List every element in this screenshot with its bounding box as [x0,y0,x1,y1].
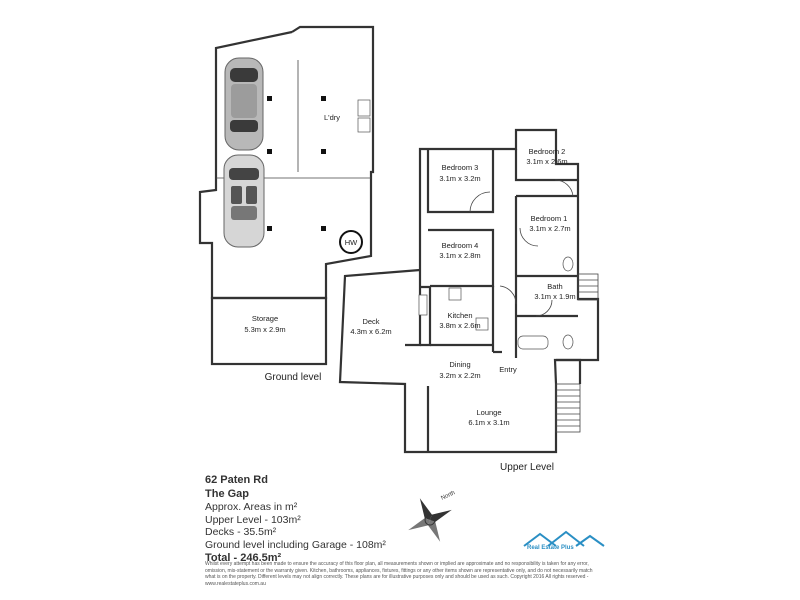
car-icon [224,57,264,151]
upper-level-title: Upper Level [500,462,554,473]
stairs-icon [577,273,599,301]
deck-name: Deck [362,317,379,326]
hot-water-icon [339,230,363,254]
logo-text: Real Estate Plus [527,545,574,551]
upper-level-plan: Deck 4.3m x 6.2m Bedroom 3 3.1m x 3.2m B… [338,128,600,473]
garage-post [321,226,326,231]
street-address: 62 Paten Rd [205,474,268,486]
door-icon [554,179,574,197]
door-icon [469,191,491,213]
deck-wall [338,268,421,454]
upper-area: Upper Level - 103m² [205,513,301,526]
laundry-label: L'dry [324,113,340,122]
total-area: Total - 246.5m² [205,552,282,564]
laundry-machine-icon [357,117,371,133]
bench-icon [418,294,428,316]
bedroom3-name: Bedroom 3 [442,163,479,172]
compass-north-label: North [440,490,456,502]
bedroom2-name: Bedroom 2 [529,147,566,156]
dining-name: Dining [449,360,470,369]
bedroom3-size: 3.1m x 3.2m [439,174,480,183]
bedroom4-size: 3.1m x 2.8m [439,251,480,260]
garage-post [267,226,272,231]
toilet-icon [562,256,574,272]
sink-icon [475,317,489,331]
lounge-name: Lounge [476,408,501,417]
toilet-icon [562,334,574,350]
deck-size: 4.3m x 6.2m [350,327,391,336]
bath-name: Bath [547,282,562,291]
stairs-icon [555,383,581,433]
bedroom1-name: Bedroom 1 [531,214,568,223]
property-info: 62 Paten Rd The Gap Approx. Areas in m² … [205,473,405,565]
entry-label: Entry [499,365,517,374]
door-icon [535,299,553,317]
dining-size: 3.2m x 2.2m [439,371,480,380]
hot-water-label: HW [345,238,358,247]
storage-name: Storage [252,314,278,323]
kitchen-wall [420,285,432,347]
cooktop-icon [448,287,462,301]
bedroom3-wall [426,149,495,214]
compass-rose-icon: North [408,490,456,542]
laundry-tub-icon [357,99,371,117]
bedroom4-wall [428,228,495,288]
storage-wall [210,296,328,366]
logo-icon [523,530,605,547]
decks-area: Decks - 35.5m² [205,526,277,538]
bathtub-icon [517,335,549,350]
ground-level-plan: L'dry HW Storage 5.3m x 2.9m Ground leve… [198,25,375,383]
suburb: The Gap [205,488,250,500]
garage-post [321,96,326,101]
areas-note: Approx. Areas in m² [205,501,298,513]
bedroom2-size: 3.1m x 2.6m [526,157,567,166]
car-icon [223,154,265,248]
ground-level-title: Ground level [265,372,322,383]
door-icon [499,285,517,305]
bath-size: 3.1m x 1.9m [534,292,575,301]
garage-post [267,149,272,154]
storage-size: 5.3m x 2.9m [244,325,285,334]
kitchen-size: 3.8m x 2.6m [439,321,480,330]
disclaimer: Whilst every attempt has been made to en… [205,561,593,587]
garage-post [321,149,326,154]
bedroom4-name: Bedroom 4 [442,241,479,250]
lounge-size: 6.1m x 3.1m [468,418,509,427]
kitchen-name: Kitchen [447,311,472,320]
bedroom1-size: 3.1m x 2.7m [529,224,570,233]
garage-post [267,96,272,101]
door-icon [519,227,539,247]
house-outer-wall [405,128,600,454]
ground-area: Ground level including Garage - 108m² [205,538,386,551]
entry-landing-wall [556,358,582,384]
